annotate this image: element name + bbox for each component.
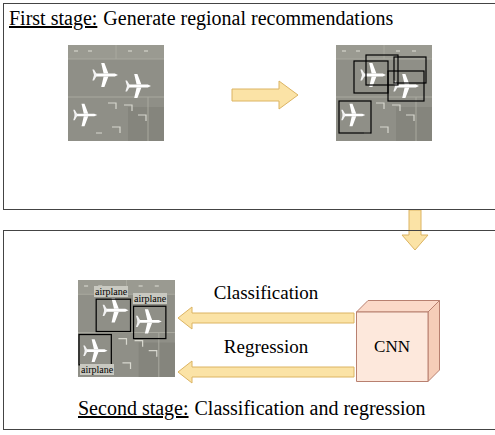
class-label: airplane bbox=[94, 286, 128, 297]
class-label: airplane bbox=[133, 293, 167, 304]
stage-panel: airplaneairplaneairplaneCNNSecond stage:… bbox=[3, 230, 495, 430]
cube-face bbox=[357, 301, 440, 313]
arrow-label: Classification bbox=[212, 282, 320, 304]
result-image bbox=[78, 280, 175, 377]
cube-face bbox=[428, 301, 440, 382]
cnn-cube: CNN bbox=[356, 300, 440, 382]
flow-arrow bbox=[178, 361, 354, 383]
detection-result: airplane airplane airplane bbox=[78, 280, 175, 377]
stage-arrow bbox=[232, 81, 298, 109]
stage-heading: First stage: Generate regional recommenda… bbox=[9, 6, 393, 30]
stage-description: Generate regional recommendations bbox=[103, 7, 393, 29]
stage-heading: Second stage: Classification and regressi… bbox=[78, 396, 426, 420]
input-image bbox=[68, 45, 164, 141]
stage-name: First stage: bbox=[9, 7, 97, 29]
arrow-label: Regression bbox=[222, 336, 310, 358]
class-label: airplane bbox=[80, 364, 114, 375]
proposal-image bbox=[336, 45, 432, 141]
flow-arrow bbox=[178, 307, 354, 329]
stage-panel: First stage: Generate regional recommenda… bbox=[3, 3, 495, 210]
stage-description: Classification and regression bbox=[195, 397, 426, 419]
cube-label-area: CNN bbox=[356, 312, 428, 382]
network-label: CNN bbox=[374, 337, 410, 357]
cube-face bbox=[357, 312, 429, 382]
stage-name: Second stage: bbox=[78, 397, 189, 419]
